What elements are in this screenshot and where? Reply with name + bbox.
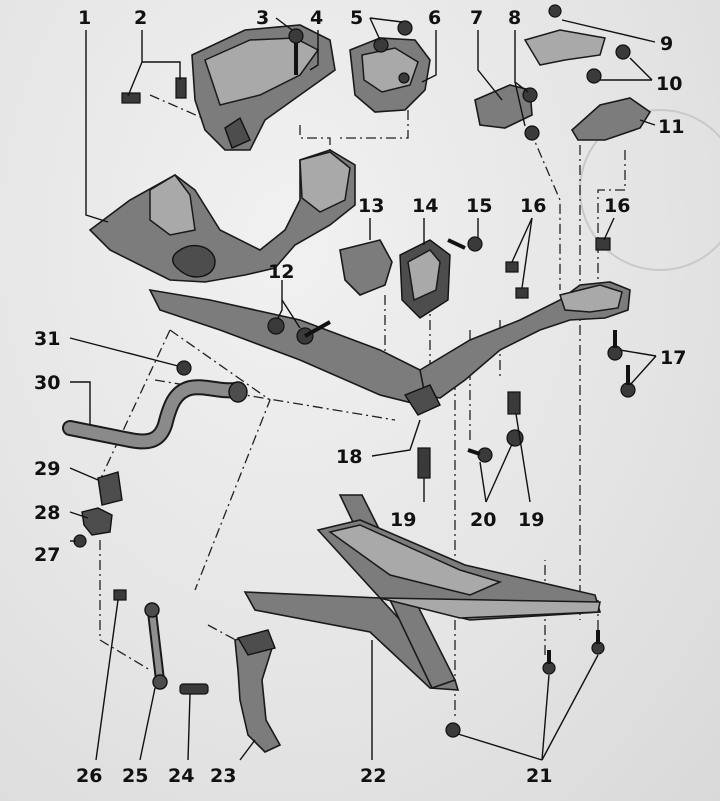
bolt-26	[113, 589, 127, 601]
callout-22: 22	[360, 765, 386, 787]
callout-19b: 19	[518, 509, 544, 531]
callout-15: 15	[466, 195, 492, 217]
callout-28: 28	[34, 502, 60, 524]
stabilizer-bar	[62, 379, 248, 450]
callout-6: 6	[428, 7, 441, 29]
fasteners	[121, 4, 636, 738]
callout-14: 14	[412, 195, 438, 217]
callout-5: 5	[350, 7, 363, 29]
callout-17: 17	[660, 347, 686, 369]
callout-27: 27	[34, 544, 60, 566]
callout-13: 13	[358, 195, 384, 217]
callout-2: 2	[134, 7, 147, 29]
bracket-28	[81, 507, 113, 536]
callout-12: 12	[268, 261, 294, 283]
callout-25: 25	[122, 765, 148, 787]
mount-14	[399, 239, 451, 319]
callout-8: 8	[508, 7, 521, 29]
callout-31: 31	[34, 328, 60, 350]
callout-7: 7	[470, 7, 483, 29]
callout-29: 29	[34, 458, 60, 480]
subframe	[88, 149, 631, 416]
callout-19a: 19	[390, 509, 416, 531]
callout-18: 18	[336, 446, 362, 468]
callout-16b: 16	[604, 195, 630, 217]
callout-10: 10	[656, 73, 682, 95]
callout-26: 26	[76, 765, 102, 787]
callout-21: 21	[526, 765, 552, 787]
cross-member-22	[243, 494, 602, 691]
bolt-24	[179, 683, 209, 695]
callout-16a: 16	[520, 195, 546, 217]
engine-shield-left	[191, 24, 336, 151]
callout-4: 4	[310, 7, 323, 29]
callout-11: 11	[658, 116, 684, 138]
swivel-bearing-23	[234, 629, 282, 753]
bushing-29	[97, 471, 123, 506]
callout-1: 1	[78, 7, 91, 29]
callouts: 1 2 3 4 5 6 7 8 9 10 11 12 13 14 15 16 1…	[34, 7, 686, 787]
link-rod-25	[144, 602, 168, 690]
callout-20: 20	[470, 509, 496, 531]
engine-shield-center	[349, 37, 431, 113]
callout-9: 9	[660, 33, 673, 55]
callout-23: 23	[210, 765, 236, 787]
leader-lines	[69, 17, 657, 761]
callout-24: 24	[168, 765, 194, 787]
callout-3: 3	[256, 7, 269, 29]
bracket-11	[570, 97, 652, 141]
bracket-13	[339, 239, 393, 296]
callout-30: 30	[34, 372, 60, 394]
bracket-9	[523, 29, 606, 66]
